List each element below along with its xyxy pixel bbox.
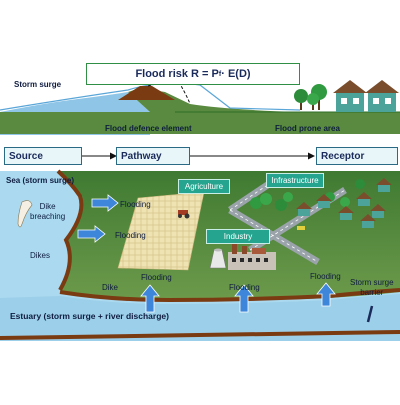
flooding-arrows — [77, 194, 336, 313]
land-profile — [0, 88, 400, 134]
flooding-label-5: Flooding — [310, 272, 341, 281]
storm-surge-barrier-label: Storm surge barrier — [350, 278, 394, 297]
tractor-icon — [178, 210, 190, 219]
receptor-box: Receptor — [316, 147, 398, 165]
formula-subscript: f — [218, 70, 222, 78]
house-icon — [296, 178, 392, 228]
source-box: Source — [4, 147, 82, 165]
flooding-label-2: Flooding — [115, 231, 146, 240]
flooding-label-4: Flooding — [229, 283, 260, 292]
dike-breaching-label: Dike breaching — [30, 202, 66, 221]
infrastructure-tag: Infrastructure — [266, 173, 324, 188]
pathway-box: Pathway — [116, 147, 190, 165]
flood-prone-area-label: Flood prone area — [275, 124, 340, 133]
storm-surge-label: Storm surge — [14, 80, 62, 89]
formula-prefix: Flood risk R = P — [135, 68, 219, 80]
source-label: Source — [9, 150, 43, 162]
agriculture-tag: Agriculture — [178, 179, 230, 194]
flooding-label-3: Flooding — [141, 273, 172, 282]
flood-defence-label: Flood defence element — [105, 124, 192, 133]
sea-label: Sea (storm surge) — [6, 176, 75, 185]
tree-icon — [294, 84, 327, 110]
flood-arrow-icon — [234, 284, 254, 313]
pathway-label: Pathway — [121, 150, 162, 162]
cross-section — [0, 80, 400, 135]
estuary-label: Estuary (storm surge + river discharge) — [10, 311, 169, 321]
dike-label: Dike — [102, 283, 119, 292]
flood-arrow-icon — [316, 282, 336, 307]
map-panel — [0, 169, 400, 341]
flood-defence-dike — [118, 86, 175, 100]
flood-arrow-icon — [140, 284, 160, 313]
flooding-label-1: Flooding — [120, 200, 151, 209]
flood-arrow-icon — [77, 225, 106, 243]
receptor-label: Receptor — [321, 150, 365, 162]
barrier-island — [17, 200, 33, 228]
tree-icon — [250, 179, 365, 211]
estuary-dike — [59, 288, 400, 303]
industry-tag: Industry — [206, 229, 270, 244]
flood-arrow-icon — [91, 194, 119, 212]
dikes-label: Dikes — [30, 251, 51, 260]
factory-icon — [209, 242, 276, 270]
storm-surge-barrier — [366, 305, 374, 323]
formula-suffix: · E(D) — [221, 68, 251, 80]
house-icon — [333, 80, 399, 112]
estuary-water — [0, 294, 400, 341]
dike-line — [56, 169, 84, 291]
